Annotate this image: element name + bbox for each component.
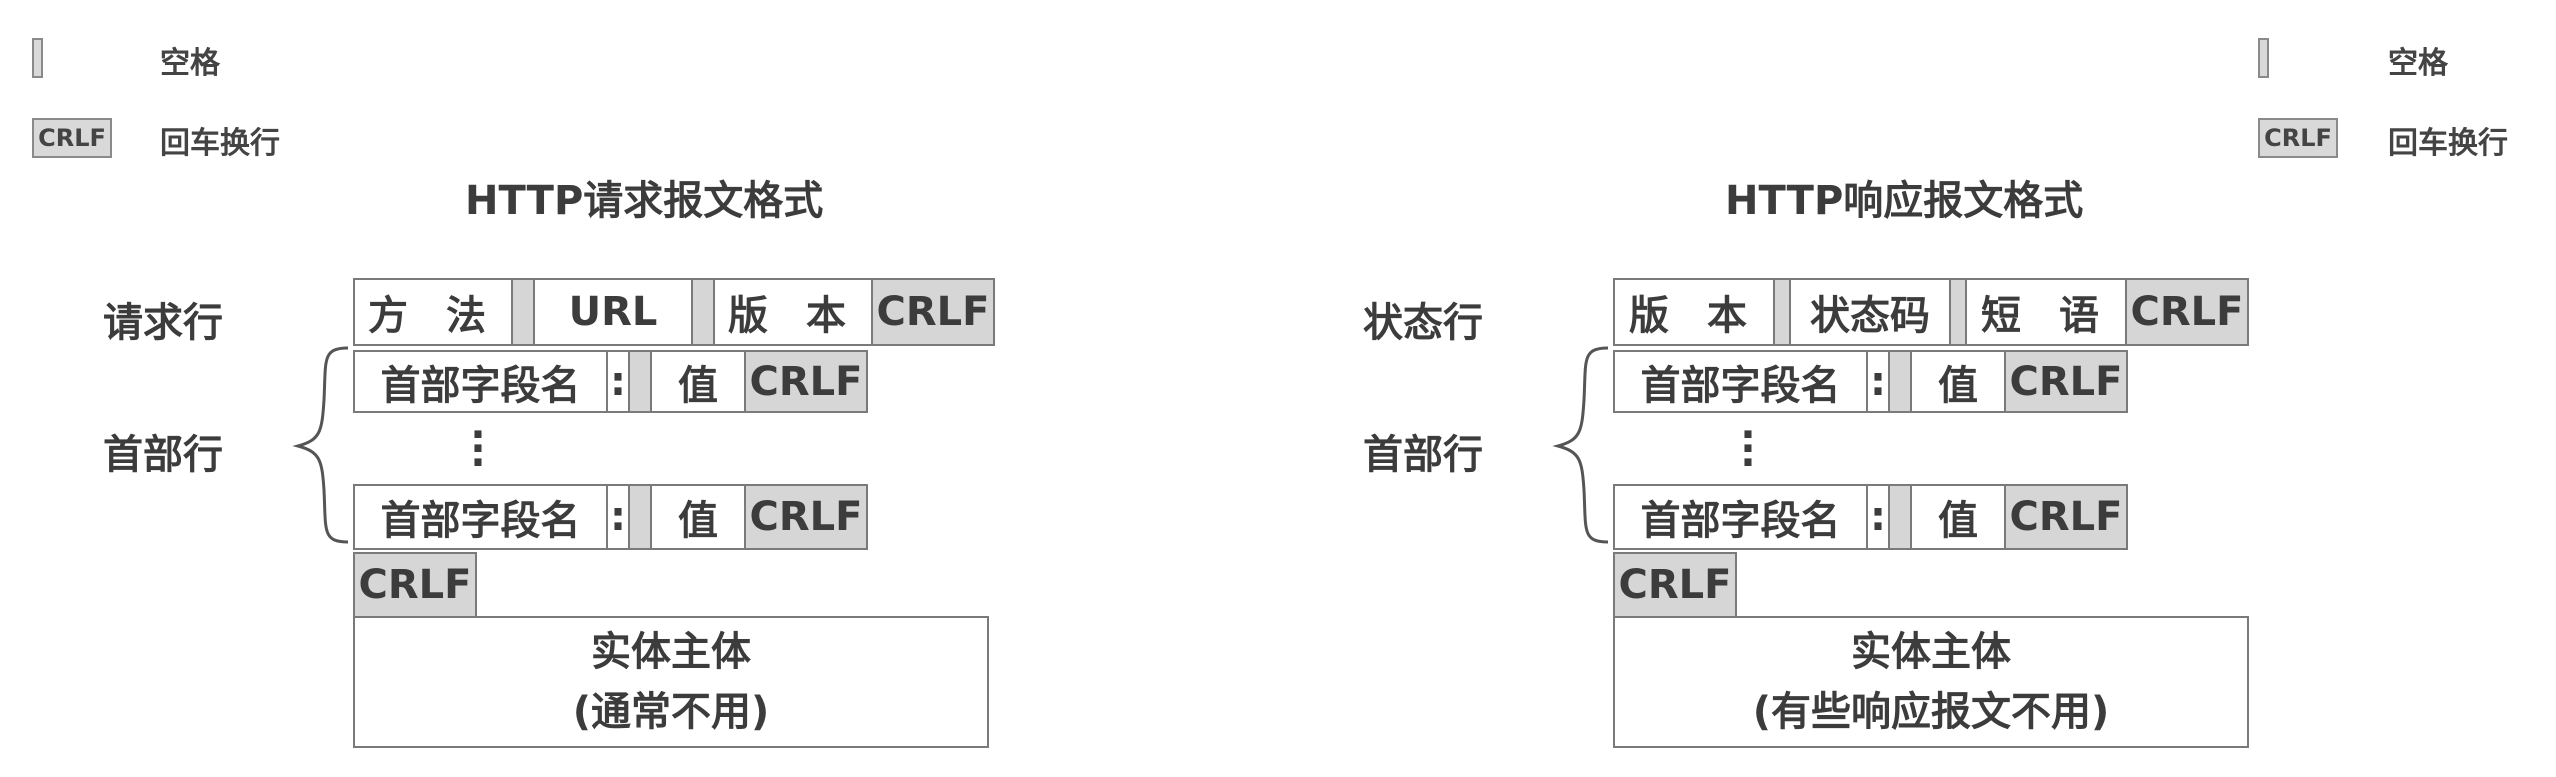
response-panel: 空格 CRLF 回车换行 HTTP响应报文格式 状态行 首部行 版 本 状态码 … [1278,0,2556,777]
header-field-name: 首部字段名 [1613,350,1868,413]
request-panel: 空格 CRLF 回车换行 HTTP请求报文格式 请求行 首部行 方 法 URL … [32,38,995,748]
space-separator [628,484,652,550]
phrase-field: 短 语 [1965,278,2127,346]
ellipsis-dots: ··· [470,412,486,486]
space-legend-label: 空格 [160,46,220,81]
entity-body-title: 实体主体 [591,629,751,675]
header-value: 值 [650,350,746,413]
header-field-name: 首部字段名 [1613,484,1868,550]
crlf-legend-swatch: CRLF [2258,118,2338,158]
entity-body: 实体主体 (有些响应报文不用) [1613,616,2249,748]
crlf-field: CRLF [744,350,868,413]
colon-field: : [606,350,630,413]
blank-line-crlf: CRLF [1613,552,1737,618]
colon-field: : [1866,350,1890,413]
response-title: HTTP响应报文格式 [1725,178,2084,224]
crlf-legend-label: 回车换行 [2388,126,2508,161]
request-title: HTTP请求报文格式 [465,178,824,224]
crlf-legend-swatch: CRLF [32,118,112,158]
space-separator [628,350,652,413]
version-field: 版 本 [713,278,873,346]
space-separator [1888,350,1912,413]
version-field: 版 本 [1613,278,1775,346]
space-legend-swatch [32,38,43,78]
crlf-field: CRLF [871,278,995,346]
response-header-label: 首部行 [1363,432,1483,478]
entity-body-note: (有些响应报文不用) [1752,689,2110,735]
crlf-field: CRLF [2004,484,2128,550]
url-field: URL [533,278,693,346]
request-header-label: 首部行 [103,432,223,478]
status-code-field: 状态码 [1789,278,1951,346]
blank-line-crlf: CRLF [353,552,477,618]
entity-body-note: (通常不用) [572,689,770,735]
colon-field: : [1866,484,1890,550]
entity-body: 实体主体 (通常不用) [353,616,989,748]
header-value: 值 [1910,484,2006,550]
header-field-name: 首部字段名 [353,350,608,413]
header-value: 值 [650,484,746,550]
status-line-label: 状态行 [1363,300,1483,346]
entity-body-title: 实体主体 [1851,629,2011,675]
space-separator [511,278,535,346]
crlf-legend-label: 回车换行 [160,126,280,161]
space-separator [691,278,715,346]
ellipsis-dots: ··· [1740,412,1756,486]
header-brace [292,346,349,544]
space-legend-label: 空格 [2388,46,2448,81]
header-field-name: 首部字段名 [353,484,608,550]
crlf-field: CRLF [744,484,868,550]
colon-field: : [606,484,630,550]
crlf-field: CRLF [2004,350,2128,413]
request-line-label: 请求行 [103,300,223,346]
crlf-field: CRLF [2125,278,2249,346]
method-field: 方 法 [353,278,513,346]
header-brace [1552,346,1609,544]
header-value: 值 [1910,350,2006,413]
space-separator [1888,484,1912,550]
space-legend-swatch [2258,38,2269,78]
